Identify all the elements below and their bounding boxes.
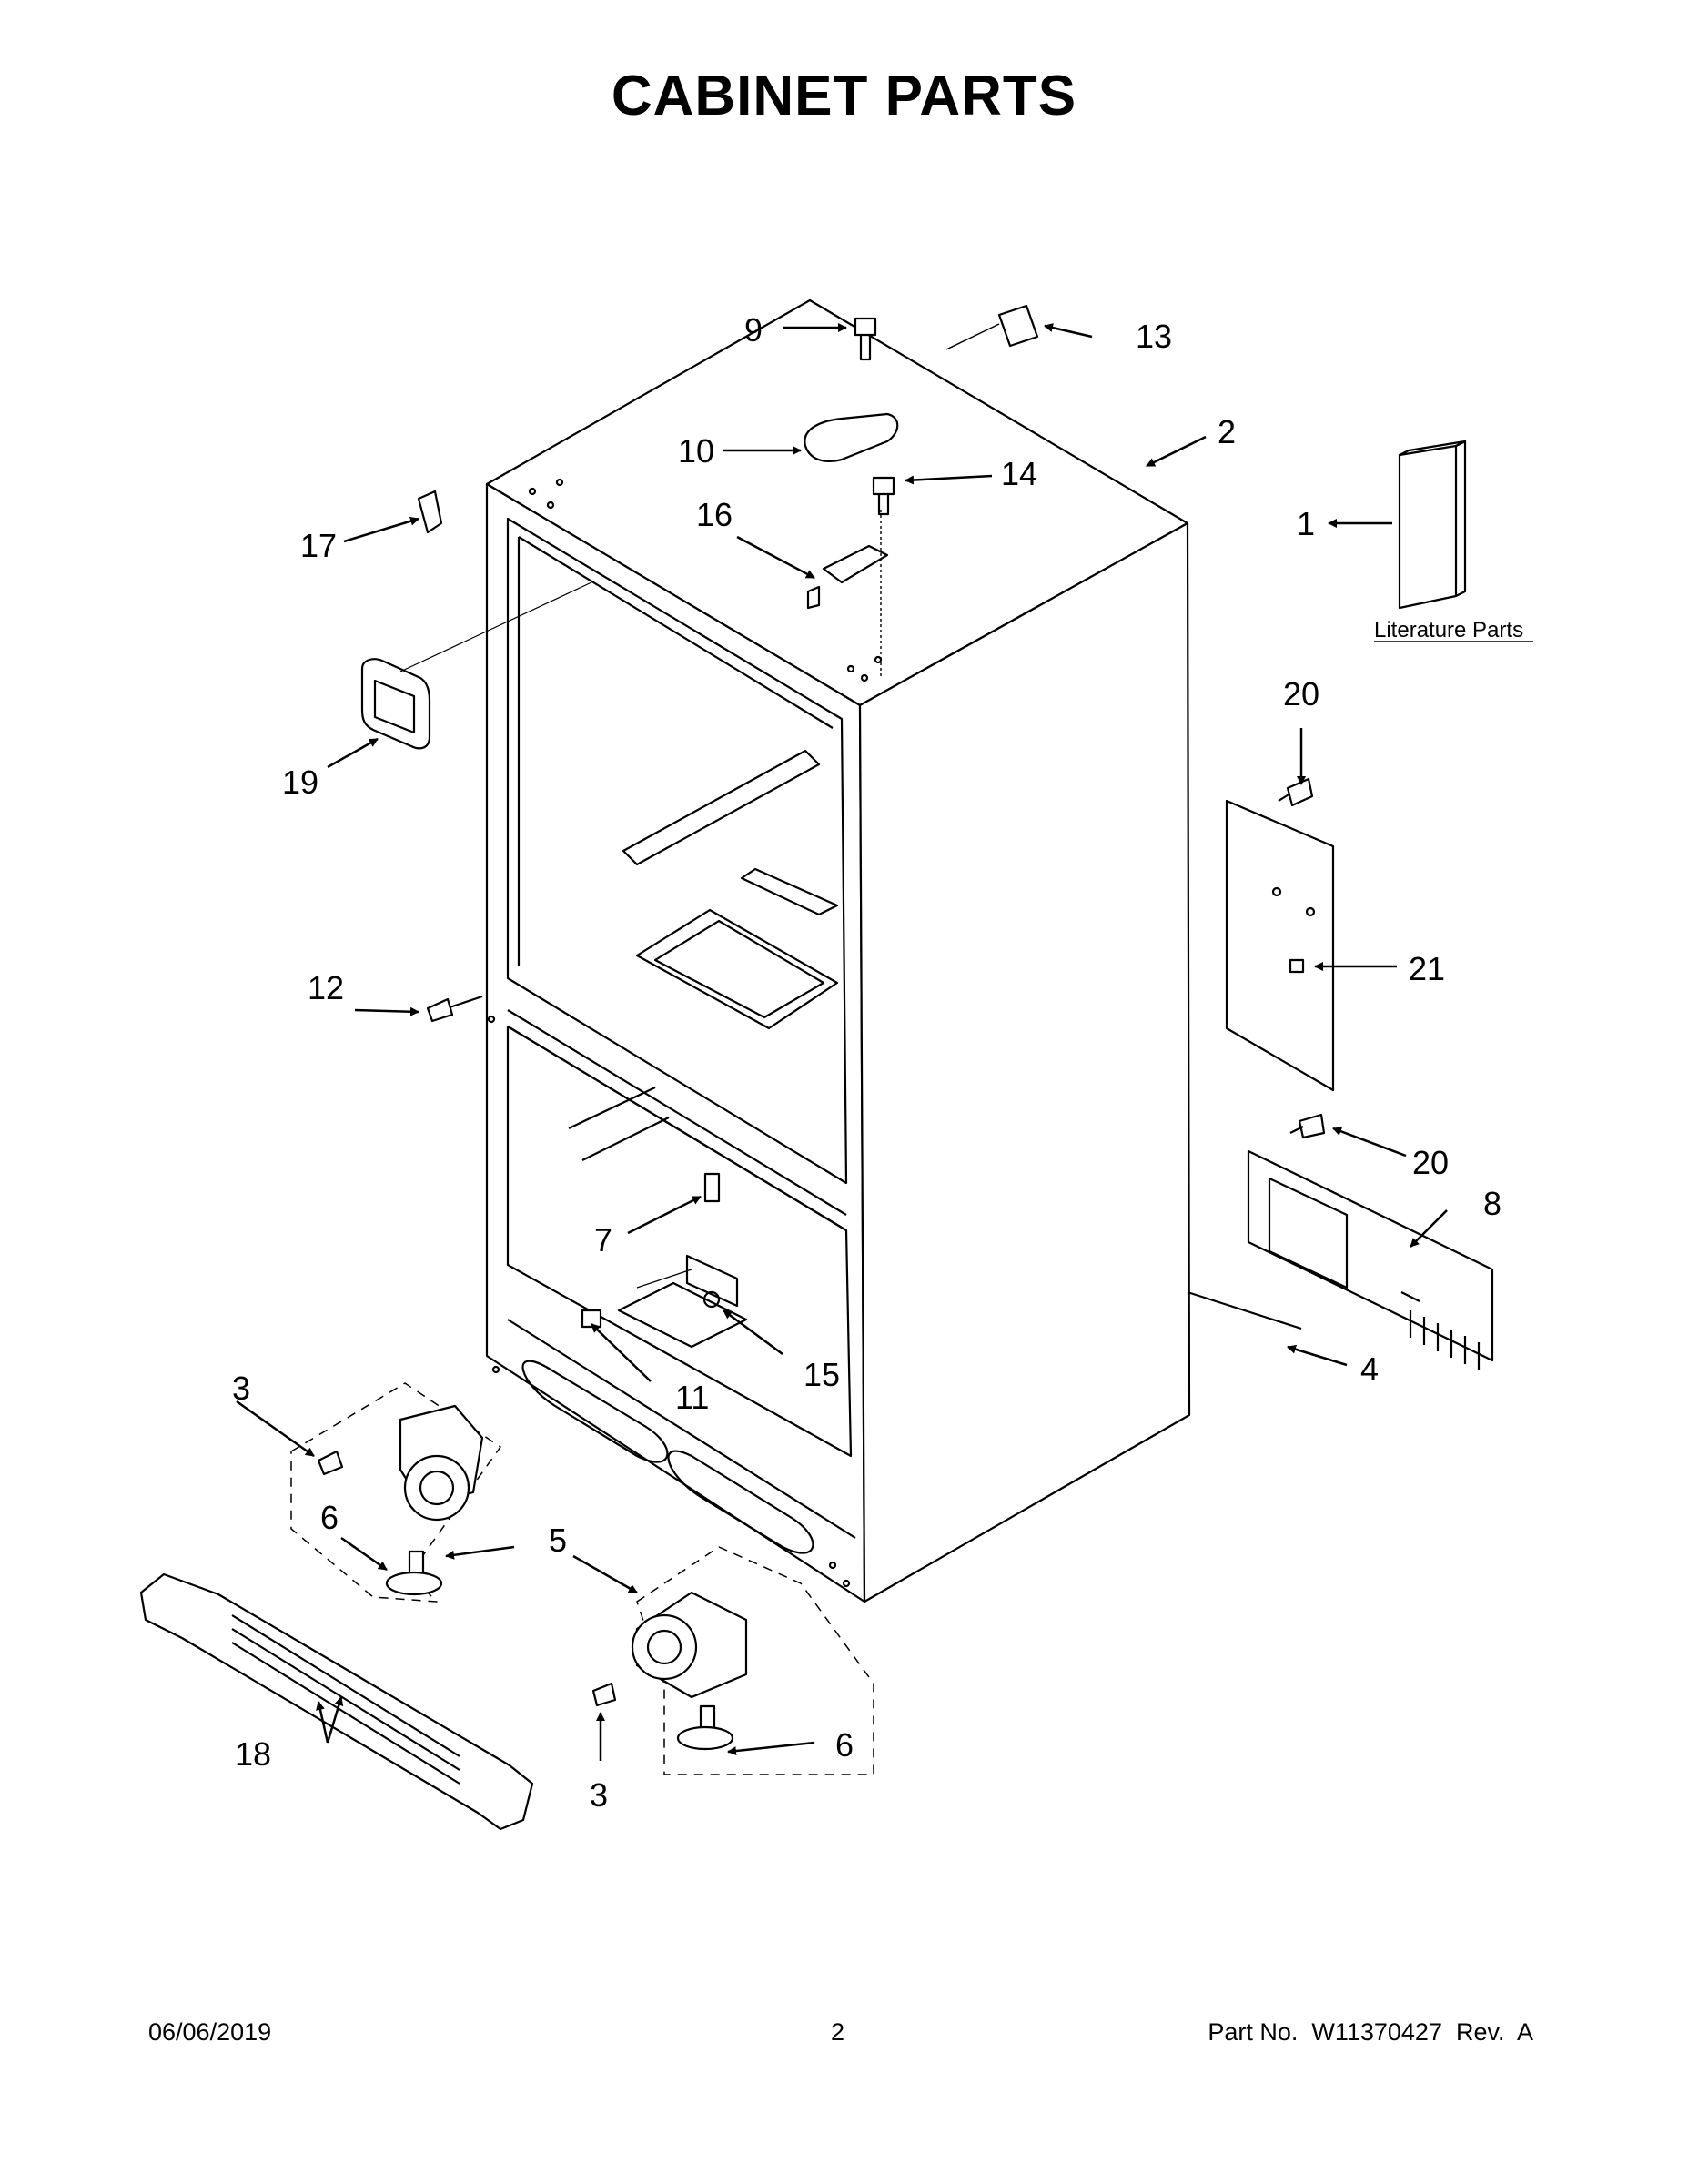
callout-9: 9 bbox=[744, 311, 763, 349]
screw-part-3b bbox=[591, 1682, 617, 1707]
roller-assembly-right bbox=[631, 1546, 874, 1775]
callout-3b: 3 bbox=[590, 1776, 608, 1814]
callout-3a: 3 bbox=[232, 1370, 250, 1407]
footer-date: 06/06/2019 bbox=[148, 2018, 272, 2046]
callout-20b: 20 bbox=[1412, 1144, 1449, 1181]
leader-arrows bbox=[236, 323, 1448, 1761]
callout-17: 17 bbox=[300, 527, 337, 564]
callout-4: 4 bbox=[1360, 1350, 1379, 1388]
callout-1: 1 bbox=[1297, 505, 1315, 542]
bracket-part-19 bbox=[360, 581, 592, 750]
screw-part-7 bbox=[703, 1172, 721, 1203]
hinge-cover-part bbox=[804, 412, 899, 462]
bracket-part-15 bbox=[685, 1254, 739, 1308]
literature-parts-label: Literature Parts bbox=[1374, 618, 1523, 642]
callout-13: 13 bbox=[1136, 318, 1172, 355]
callout-8: 8 bbox=[1483, 1185, 1501, 1222]
base-grille-part bbox=[139, 1572, 534, 1831]
screw-part-20b bbox=[1289, 1113, 1326, 1139]
callout-2: 2 bbox=[1218, 413, 1236, 450]
callout-15: 15 bbox=[804, 1356, 840, 1393]
panel-part-21 bbox=[1225, 799, 1335, 1092]
screw-part-9 bbox=[854, 317, 877, 361]
callout-16: 16 bbox=[696, 496, 733, 533]
callout-14: 14 bbox=[1001, 455, 1037, 492]
callout-7: 7 bbox=[594, 1221, 612, 1259]
footer-page-number: 2 bbox=[831, 2018, 845, 2046]
footer-part-number: Part No. W11370427 Rev. A bbox=[1208, 2018, 1533, 2046]
page-title: CABINET PARTS bbox=[611, 65, 1077, 127]
callout-12: 12 bbox=[308, 969, 344, 1006]
hinge-bracket-part bbox=[822, 544, 889, 584]
wire-part bbox=[1187, 1290, 1302, 1330]
screw-part-14 bbox=[872, 476, 895, 516]
clip-part bbox=[417, 490, 443, 534]
callout-19: 19 bbox=[282, 763, 318, 801]
callout-6b: 6 bbox=[835, 1726, 854, 1764]
callout-6a: 6 bbox=[320, 1499, 339, 1536]
screw-part-20a bbox=[1278, 777, 1314, 807]
callout-18: 18 bbox=[235, 1735, 271, 1773]
screw-part-11 bbox=[581, 1309, 602, 1329]
roller-assembly-left bbox=[290, 1382, 501, 1603]
cabinet-shell bbox=[485, 298, 1191, 1603]
label-part bbox=[997, 304, 1039, 348]
callout-labels: 1 2 3 3 4 5 6 6 7 8 9 10 11 12 13 14 15 … bbox=[232, 311, 1533, 1814]
callout-10: 10 bbox=[678, 432, 714, 470]
screw-part-12 bbox=[426, 995, 483, 1023]
callout-21: 21 bbox=[1409, 950, 1445, 987]
callout-5: 5 bbox=[549, 1522, 567, 1559]
callout-20a: 20 bbox=[1283, 675, 1319, 713]
screw-part-3a bbox=[317, 1450, 344, 1476]
literature-book-part bbox=[1398, 444, 1458, 610]
callout-11: 11 bbox=[675, 1379, 709, 1416]
grille-part-8 bbox=[1247, 1149, 1494, 1370]
